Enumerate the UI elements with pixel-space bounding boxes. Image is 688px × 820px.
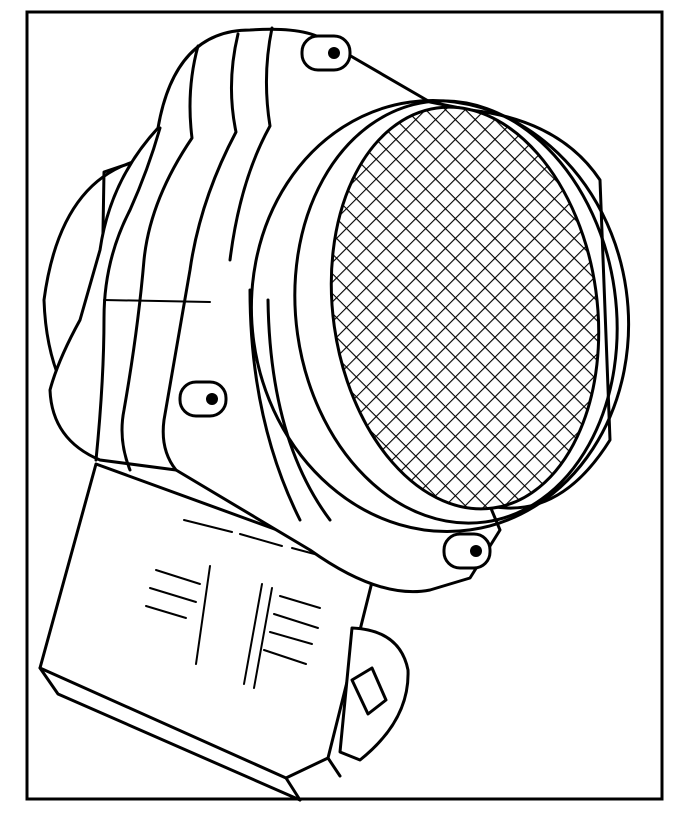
mounting-bolt-top <box>300 34 352 72</box>
mounting-bolt-left <box>178 380 228 418</box>
connector-housing <box>38 462 410 802</box>
frame-border <box>25 10 664 801</box>
mounting-bolt-bottom <box>442 532 492 570</box>
